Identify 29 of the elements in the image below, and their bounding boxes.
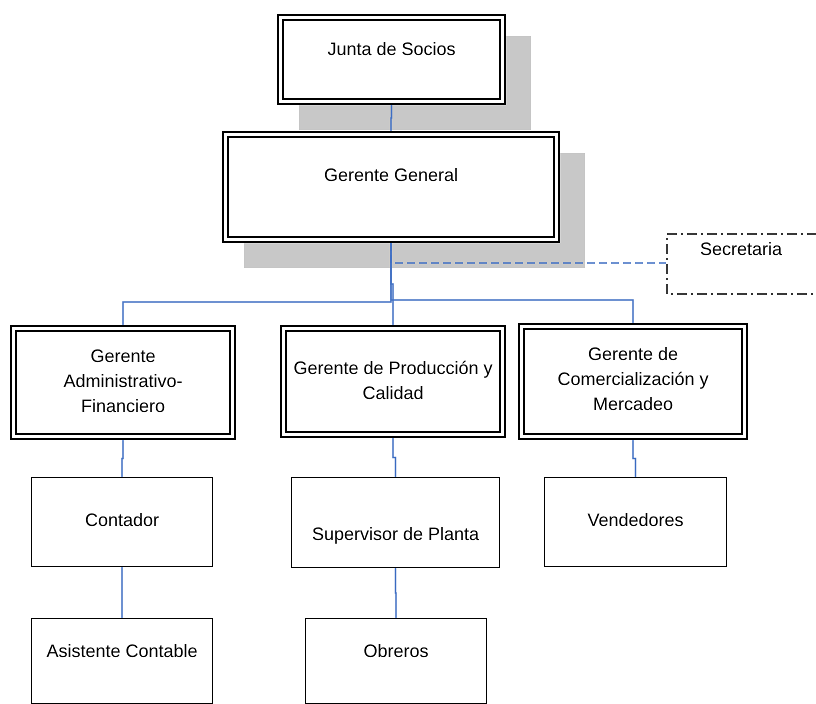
position-box xyxy=(31,477,213,567)
position-box xyxy=(222,131,560,243)
position-title: Asistente Contable xyxy=(45,640,199,663)
position-title: Vendedores xyxy=(586,509,685,532)
connector-line xyxy=(392,438,396,477)
dashed-box xyxy=(666,233,816,295)
connector-line xyxy=(390,105,392,131)
position-title: Gerente de Comercialización y Mercadeo xyxy=(556,343,710,416)
position-title: Supervisor de Planta xyxy=(310,523,480,546)
connector-line xyxy=(390,243,634,323)
connector-line xyxy=(121,440,124,477)
connector-line xyxy=(632,440,636,477)
connector-line xyxy=(121,567,123,618)
position-title: Gerente Administrativo-Financiero xyxy=(62,345,184,418)
position-title: Gerente General xyxy=(322,164,460,187)
position-title: Contador xyxy=(84,509,160,532)
position-box xyxy=(10,325,236,440)
position-title: Secretaria xyxy=(698,238,784,261)
position-title: Gerente de Producción y Calidad xyxy=(292,357,494,405)
connector-line xyxy=(394,568,397,618)
position-box xyxy=(277,14,506,105)
position-box xyxy=(305,618,487,704)
position-box xyxy=(291,477,500,568)
position-title: Obreros xyxy=(362,640,430,663)
position-box xyxy=(31,618,213,704)
position-box xyxy=(280,325,506,438)
position-box xyxy=(544,477,727,567)
position-title: Junta de Socios xyxy=(326,38,457,61)
position-box xyxy=(518,323,748,440)
